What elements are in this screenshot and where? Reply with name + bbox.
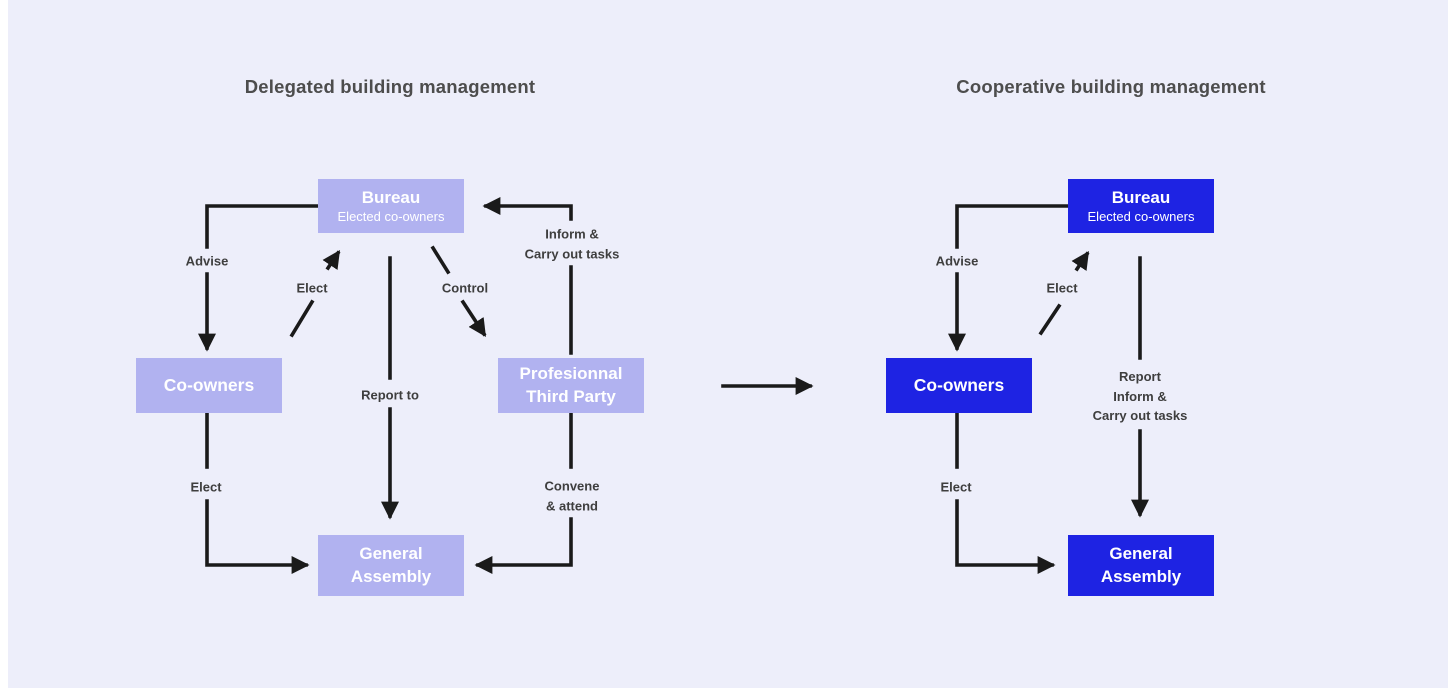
node-co-owners-left-label: Co-owners [163,375,255,396]
left-diagram-title: Delegated building management [244,76,536,97]
edge-label-inform-left-line2: Carry out tasks [524,246,620,261]
arrow-elect-bureau-left-segment2 [322,250,341,271]
edge-label-advise-right: Advise [935,253,979,269]
node-bureau-right: Bureau Elected co-owners [1068,179,1214,233]
node-bureau-right-subtitle: Elected co-owners [1087,208,1195,224]
arrow-elect-ga-left-segment2 [205,499,310,574]
node-bureau-left-subtitle: Elected co-owners [337,208,445,224]
edge-label-elect-ga-right: Elect [940,479,972,495]
edge-label-report-right-line3: Carry out tasks [1092,407,1188,423]
right-diagram-title: Cooperative building management [956,76,1266,97]
edge-label-report-right: Report Inform & Carry out tasks [1093,367,1188,426]
edge-label-report-to: Report to [361,387,419,403]
arrow-elect-bureau-left-segment1 [289,299,315,338]
edge-label-report-right-line1: Report [1119,368,1161,384]
node-third-party-line1: Profesionnal [519,364,623,384]
node-general-assembly-left-line2: Assembly [350,566,432,586]
edge-label-convene-line1: Convene [544,478,600,494]
node-co-owners-right-label: Co-owners [913,375,1005,396]
arrow-elect-bureau-right-segment2 [1071,251,1090,272]
node-general-assembly-right-line1: General [1109,544,1173,564]
node-general-assembly-left-line1: General [359,544,423,564]
arrow-convene-segment2 [474,517,573,574]
node-co-owners-right: Co-owners [886,358,1032,413]
arrow-control-segment2 [460,299,487,338]
edge-label-elect-bureau-left: Elect [296,280,328,296]
edge-label-elect-bureau-right: Elect [1046,280,1078,296]
edge-label-control: Control [441,280,489,296]
edge-label-elect-ga-left: Elect [190,479,222,495]
edge-label-report-right-line2: Inform & [1113,388,1167,404]
edge-label-inform-left-line1: Inform & [545,226,599,242]
edge-label-advise-left: Advise [185,253,229,269]
edge-label-convene-line2: & attend [546,498,598,513]
arrow-elect-ga-right-segment2 [955,499,1056,574]
edge-label-convene: Convene & attend [545,477,600,516]
node-bureau-left-title: Bureau [361,187,421,207]
arrow-advise-right-segment1 [955,204,1070,249]
arrow-advise-left-segment1 [205,204,320,249]
node-general-assembly-right: General Assembly [1068,535,1214,596]
node-general-assembly-right-line2: Assembly [1100,566,1182,586]
node-general-assembly-left: General Assembly [318,535,464,596]
node-third-party-left: Profesionnal Third Party [498,358,644,413]
edge-label-inform-left: Inform & Carry out tasks [525,225,620,264]
node-bureau-left: Bureau Elected co-owners [318,179,464,233]
arrow-elect-bureau-right-segment1 [1038,303,1062,336]
node-bureau-right-title: Bureau [1111,187,1171,207]
arrow-control-segment1 [430,245,451,275]
node-co-owners-left: Co-owners [136,358,282,413]
arrow-inform-left-segment2 [482,197,573,221]
node-third-party-line2: Third Party [526,386,616,406]
